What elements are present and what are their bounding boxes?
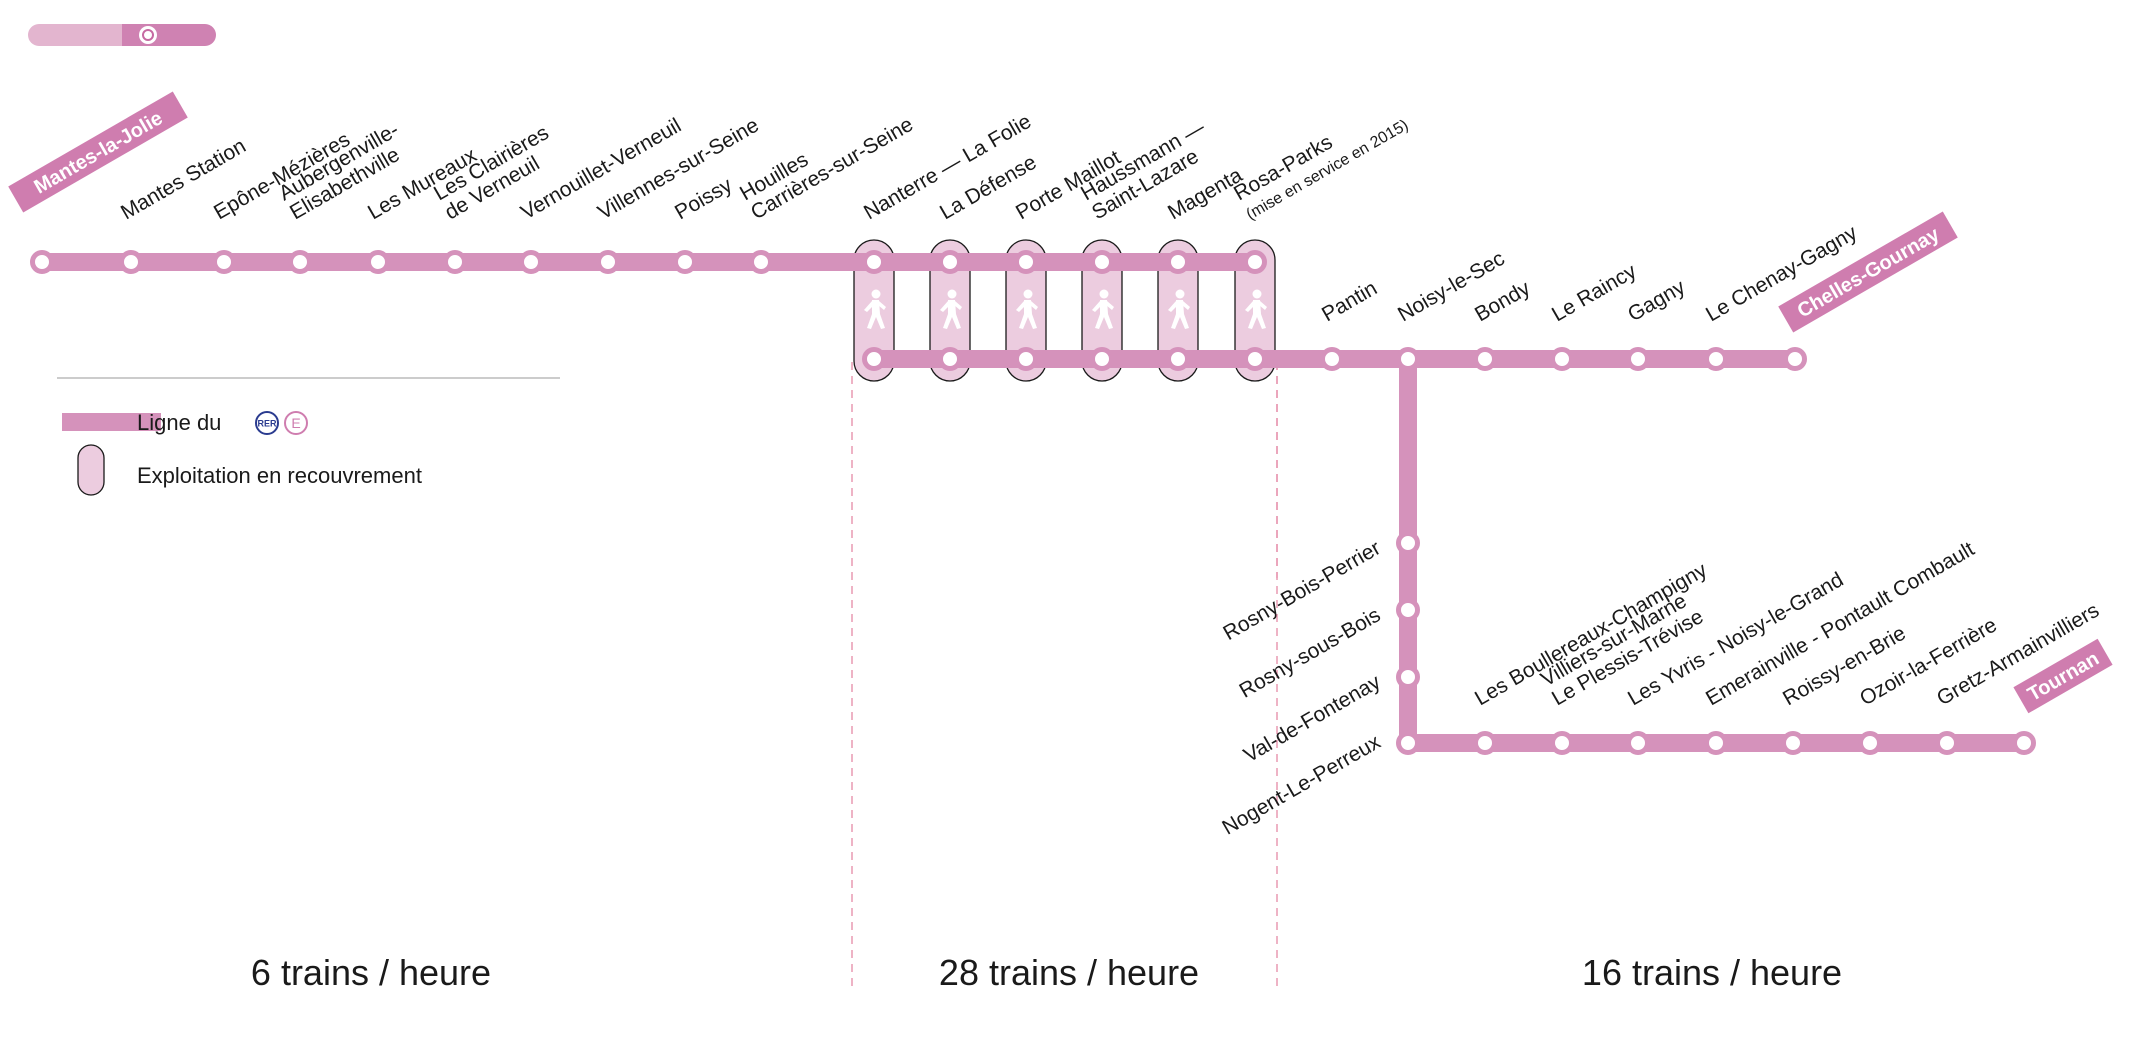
station-core-upper-1[interactable]	[862, 250, 886, 274]
station-core-lower-3[interactable]	[1014, 347, 1038, 371]
station-south-5[interactable]	[1781, 731, 1805, 755]
station-north-4[interactable]	[1550, 347, 1574, 371]
station-core-upper-5[interactable]	[1166, 250, 1190, 274]
frequency-east: 16 trains / heure	[1582, 952, 1842, 993]
station-west-3[interactable]	[288, 250, 312, 274]
stations	[30, 250, 2036, 755]
frequency-labels: 6 trains / heure 28 trains / heure 16 trai…	[251, 952, 1842, 993]
label-west-8: Poissy	[671, 173, 736, 224]
label-north-1: Pantin	[1318, 277, 1381, 327]
walking-person-icon	[1168, 289, 1190, 329]
station-north-2[interactable]	[1396, 347, 1420, 371]
station-north-5[interactable]	[1626, 347, 1650, 371]
overlap-stations	[862, 250, 1267, 371]
station-south-4[interactable]	[1704, 731, 1728, 755]
terminus-mantes-la-jolie-label: Mantes-la-Jolie	[30, 107, 166, 198]
station-west-9[interactable]	[749, 250, 773, 274]
station-north-3[interactable]	[1473, 347, 1497, 371]
label-south-6: Ozoir-la-Ferrière	[1856, 613, 2001, 710]
station-core-lower-2[interactable]	[938, 347, 962, 371]
legend: Ligne du RER E Exploitation en recouvrement	[57, 377, 560, 496]
walking-person-icon	[1092, 289, 1114, 329]
station-vertical-1[interactable]	[1396, 531, 1420, 555]
legend-overlap-swatch	[77, 444, 105, 496]
legend-overlap-label: Exploitation en recouvrement	[137, 463, 422, 488]
station-south-0[interactable]	[1396, 731, 1420, 755]
rer-logo-icon: RER	[255, 411, 279, 435]
station-core-upper-2[interactable]	[938, 250, 962, 274]
station-core-upper-3[interactable]	[1014, 250, 1038, 274]
section-dividers	[851, 362, 1278, 990]
station-vertical-3[interactable]	[1396, 665, 1420, 689]
station-core-lower-6[interactable]	[1243, 347, 1267, 371]
walking-person-icon	[1016, 289, 1038, 329]
station-core-upper-6[interactable]	[1243, 250, 1267, 274]
station-south-7[interactable]	[1935, 731, 1959, 755]
frequency-west: 6 trains / heure	[251, 952, 491, 993]
line-e-badge-icon: E	[284, 411, 308, 435]
station-west-1[interactable]	[119, 250, 143, 274]
station-chelles-gournay[interactable]	[1783, 347, 1807, 371]
terminus-chelles-gournay-label: Chelles-Gournay	[1794, 223, 1944, 323]
label-core-6: Rosa-Parks(mise en service en 2015)	[1230, 93, 1411, 223]
station-south-1[interactable]	[1473, 731, 1497, 755]
station-mantes-la-jolie[interactable]	[30, 250, 54, 274]
svg-text:RER: RER	[257, 419, 277, 429]
station-core-upper-4[interactable]	[1090, 250, 1114, 274]
station-south-2[interactable]	[1550, 731, 1574, 755]
station-west-8[interactable]	[673, 250, 697, 274]
station-vertical-2[interactable]	[1396, 598, 1420, 622]
svg-text:E: E	[291, 415, 300, 431]
station-west-6[interactable]	[519, 250, 543, 274]
station-west-2[interactable]	[212, 250, 236, 274]
walking-person-icon	[940, 289, 962, 329]
toggle-left-segment	[28, 24, 122, 46]
legend-line-swatch	[62, 413, 161, 431]
station-north-6[interactable]	[1704, 347, 1728, 371]
station-south-6[interactable]	[1858, 731, 1882, 755]
station-south-3[interactable]	[1626, 731, 1650, 755]
walking-person-icon	[1245, 289, 1267, 329]
station-core-lower-1[interactable]	[862, 347, 886, 371]
station-west-4[interactable]	[366, 250, 390, 274]
walking-person-icon	[864, 289, 886, 329]
label-north-3: Bondy	[1471, 276, 1535, 326]
view-toggle[interactable]	[28, 24, 216, 46]
station-core-lower-4[interactable]	[1090, 347, 1114, 371]
station-west-5[interactable]	[443, 250, 467, 274]
legend-line-label: Ligne du	[137, 410, 221, 435]
station-tournan[interactable]	[2012, 731, 2036, 755]
station-core-lower-5[interactable]	[1166, 347, 1190, 371]
label-north-4: Le Raincy	[1548, 259, 1641, 326]
toggle-knob[interactable]	[139, 26, 157, 44]
frequency-center: 28 trains / heure	[939, 952, 1199, 993]
station-west-7[interactable]	[596, 250, 620, 274]
station-north-1[interactable]	[1320, 347, 1344, 371]
